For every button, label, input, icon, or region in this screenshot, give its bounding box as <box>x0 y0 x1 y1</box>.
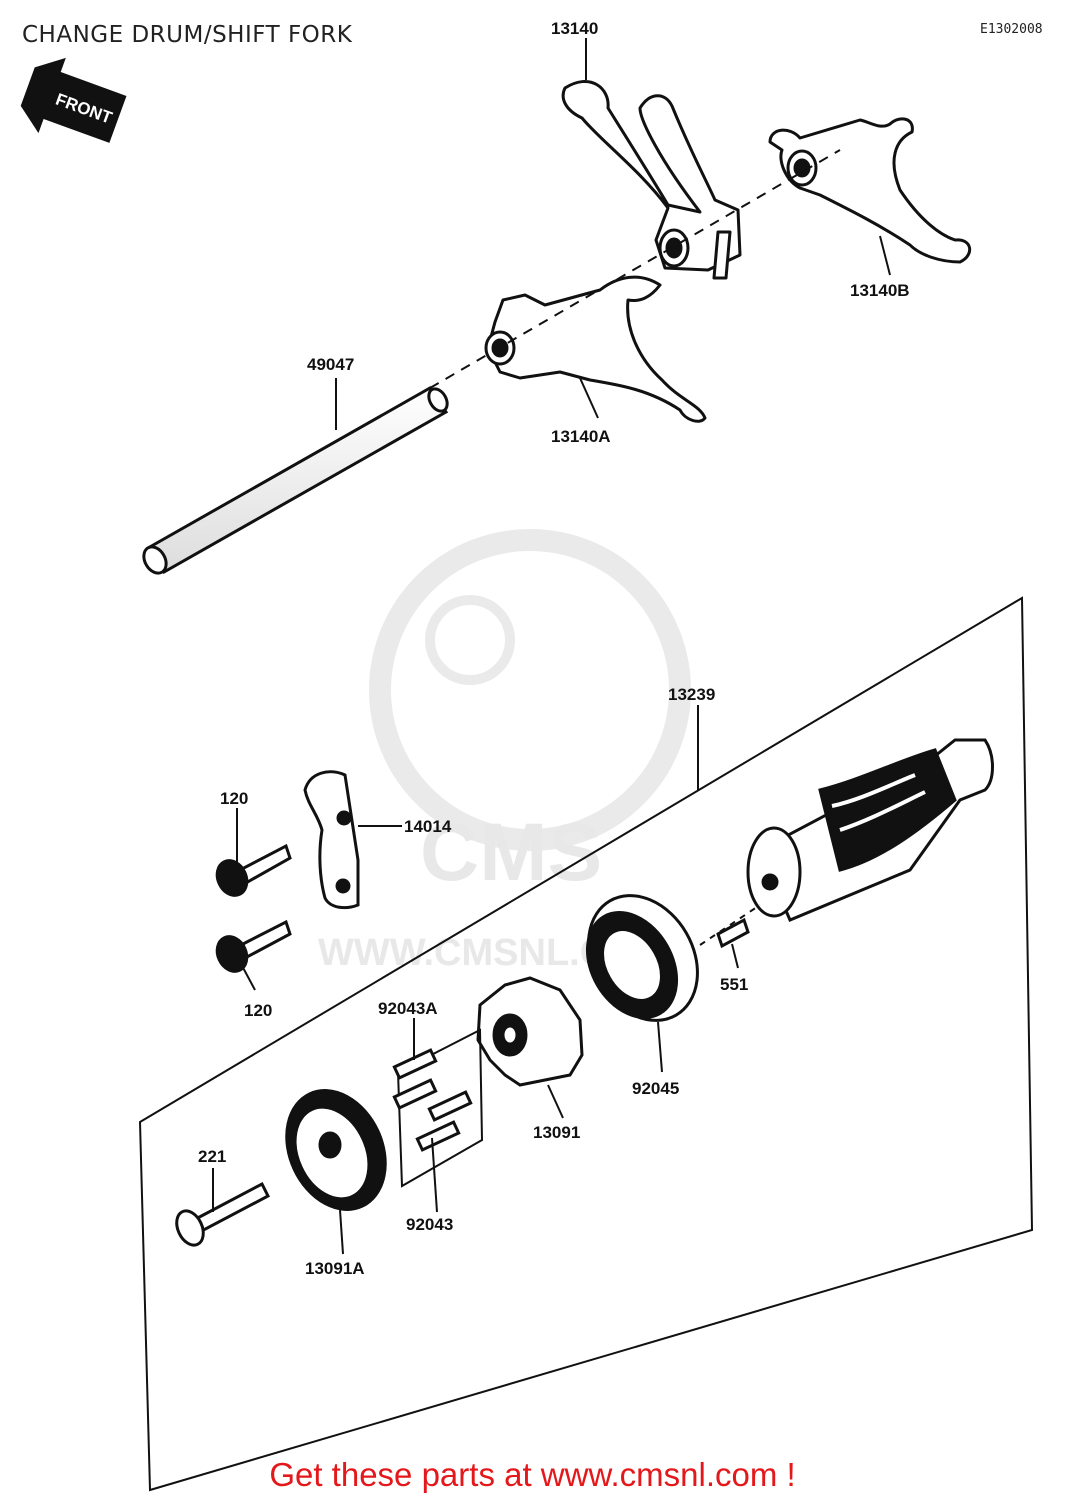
stopper-plate-14014 <box>303 770 360 910</box>
shift-cam-13091 <box>476 976 584 1087</box>
callout-13140b: 13140B <box>850 281 910 300</box>
callout-13091: 13091 <box>533 1123 580 1142</box>
callout-92043: 92043 <box>406 1215 453 1234</box>
watermark-brand: CMS <box>420 807 602 898</box>
assembly-frame <box>138 596 1034 1492</box>
bearing-92045 <box>585 894 699 1022</box>
shift-fork-13140 <box>561 80 742 280</box>
leader-lines <box>212 38 891 1255</box>
callout-92045: 92045 <box>632 1079 679 1098</box>
fork-axis-line <box>429 149 841 389</box>
callout-92043a: 92043A <box>378 999 438 1018</box>
footer-link[interactable]: Get these parts at www.cmsnl.com ! <box>269 1456 796 1493</box>
callout-13091a: 13091A <box>305 1259 365 1278</box>
shift-cam-plate-13091a <box>285 1089 387 1211</box>
callout-14014: 14014 <box>404 817 452 836</box>
shift-fork-13140a <box>484 275 707 423</box>
front-arrow-icon: FRONT <box>20 57 127 143</box>
shift-rod-49047 <box>142 386 449 575</box>
dowel-pin-551 <box>699 904 761 949</box>
shift-fork-13140b <box>768 117 971 264</box>
change-drum-13239 <box>746 738 994 922</box>
pins-92043 <box>392 1028 484 1188</box>
callout-551: 551 <box>720 975 748 994</box>
callout-13140: 13140 <box>551 19 598 38</box>
callout-49047: 49047 <box>307 355 354 374</box>
screw-221 <box>175 1181 270 1247</box>
bolt-120-top <box>215 843 292 897</box>
callout-120-bottom: 120 <box>244 1001 272 1020</box>
callout-13239: 13239 <box>668 685 715 704</box>
callout-120-top: 120 <box>220 789 248 808</box>
diagram-code: E1302008 <box>980 22 1043 37</box>
callout-221: 221 <box>198 1147 226 1166</box>
page-title: CHANGE DRUM/SHIFT FORK <box>22 22 353 48</box>
callout-13140a: 13140A <box>551 427 611 446</box>
bolt-120-bottom <box>215 919 292 973</box>
